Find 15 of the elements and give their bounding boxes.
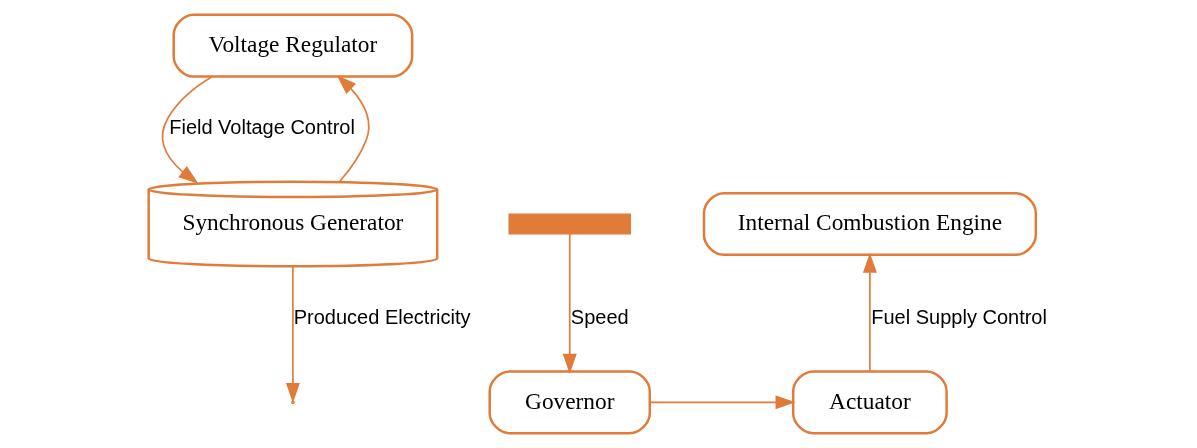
node-box: Actuator xyxy=(791,370,948,435)
arrow xyxy=(649,395,796,410)
edge-label: Speed xyxy=(570,306,629,329)
arrow xyxy=(862,252,877,373)
edge-label: Produced Electricity xyxy=(293,306,471,329)
arrow xyxy=(161,75,214,184)
edge-label: Fuel Supply Control xyxy=(871,306,1047,329)
node-box: Voltage Regulator xyxy=(172,13,414,78)
arrow xyxy=(562,232,577,374)
arrow xyxy=(285,265,300,403)
arrow xyxy=(336,75,370,183)
edge-label: Field Voltage Control xyxy=(169,116,355,139)
node-box: Internal Combustion Engine xyxy=(702,191,1038,257)
node-bar xyxy=(508,213,631,235)
node-box: Governor xyxy=(488,370,652,435)
